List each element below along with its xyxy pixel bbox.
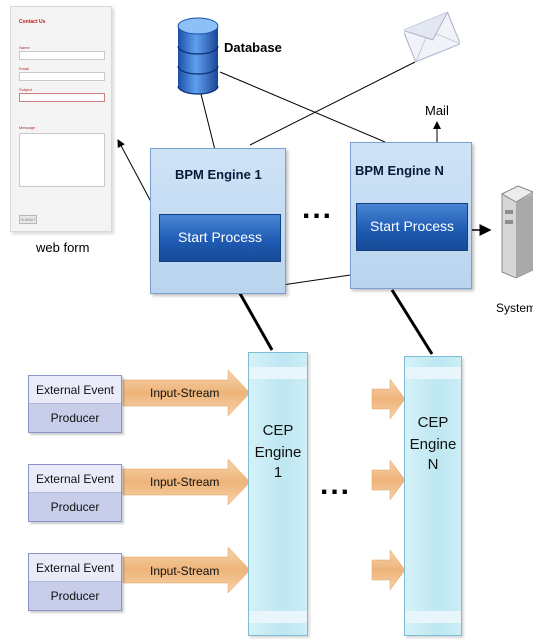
input-stream-arrow-n1: [371, 378, 406, 420]
producer-3-line1: External Event: [29, 554, 121, 582]
webform-title: Contact Us: [19, 19, 46, 25]
web-form-label: web form: [36, 240, 90, 255]
start-process-label-1: Start Process: [177, 229, 263, 245]
bpmN-to-cepN-line: [390, 289, 434, 355]
input-stream-label-2: Input-Stream: [150, 475, 220, 489]
input-stream-arrow-1: [122, 369, 251, 417]
input-stream-label-1: Input-Stream: [150, 386, 220, 400]
bpm1-to-cep1-line: [236, 289, 274, 351]
start-process-button-1: Start Process: [159, 214, 281, 262]
cep-engine-1-band: [249, 367, 307, 379]
bpm-engine-n: BPM Engine N Start Process: [350, 142, 472, 289]
webform-field-name: [19, 51, 105, 60]
cep-engine-1-band-bottom: [249, 611, 307, 623]
server-tower-icon: [500, 185, 533, 279]
mail-label: Mail: [425, 103, 449, 118]
db-to-bpm1-line: [199, 89, 216, 151]
mail-envelope-icon: [404, 11, 460, 63]
bpm-engine-n-title: BPM Engine N: [355, 163, 444, 178]
webform-field-label-message: Message: [19, 125, 36, 130]
producer-2-line2: Producer: [29, 492, 121, 521]
input-stream-arrow-2: [122, 458, 251, 506]
cep-engine-n-band: [405, 367, 461, 379]
cep-engine-1-label-line2: Engine 1: [254, 444, 302, 481]
bpm-engine-1: BPM Engine 1 Start Process: [150, 148, 286, 294]
external-event-producer-2: External Event Producer: [28, 464, 122, 522]
producer-1-line1: External Event: [29, 376, 121, 404]
bpm1-to-mail-line: [249, 61, 416, 146]
input-stream-arrow-n2: [371, 459, 406, 501]
webform-field-email: [19, 72, 105, 81]
cep-engine-1: CEP Engine 1: [248, 352, 308, 636]
producer-3-line2: Producer: [29, 581, 121, 610]
producer-2-line1: External Event: [29, 465, 121, 493]
webform-field-label-email: Email: [19, 66, 30, 71]
cep-engine-n-band-bottom: [405, 611, 461, 623]
webform-field-label-subject: Subject: [19, 87, 33, 92]
start-process-button-n: Start Process: [356, 203, 468, 251]
external-event-producer-3: External Event Producer: [28, 553, 122, 611]
bpm-ellipsis: ...: [302, 192, 334, 225]
db-to-bpmN-line: [219, 71, 386, 143]
producer-1-line2: Producer: [29, 403, 121, 432]
cep-engine-n-label-line1: CEP: [417, 414, 449, 431]
start-process-label-n: Start Process: [369, 218, 455, 234]
input-stream-arrow-3: [122, 546, 251, 594]
database-icon: [177, 17, 219, 95]
web-form-thumbnail: Contact Us Name Email Subject Message SU…: [10, 6, 112, 232]
external-event-producer-1: External Event Producer: [28, 375, 122, 433]
cep-ellipsis: ...: [320, 468, 352, 501]
webform-submit-button: SUBMIT: [19, 215, 37, 224]
input-stream-label-3: Input-Stream: [150, 564, 220, 578]
database-label: Database: [224, 40, 282, 55]
cep-engine-1-label-line1: CEP: [262, 422, 294, 439]
cep-engine-n-label-line2: Engine N: [409, 436, 457, 473]
webform-message-area: [19, 133, 105, 187]
system-label: System: [496, 301, 533, 315]
webform-field-subject: [19, 93, 105, 102]
bpm-engine-1-title: BPM Engine 1: [175, 167, 262, 182]
webform-field-label-name: Name: [19, 45, 30, 50]
input-stream-arrow-n3: [371, 549, 406, 591]
cep-engine-n: CEP Engine N: [404, 356, 462, 636]
